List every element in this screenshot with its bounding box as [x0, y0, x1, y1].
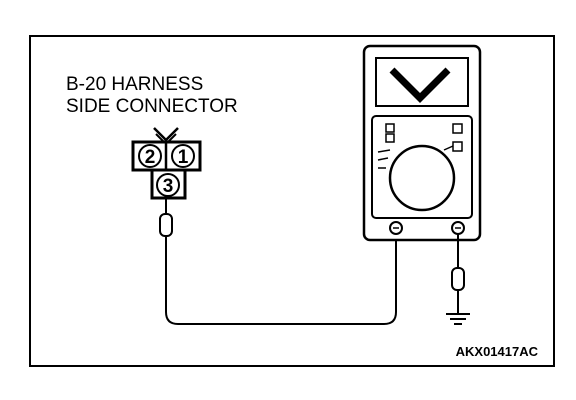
rotary-dial	[388, 144, 456, 212]
figure-code: AKX01417AC	[456, 344, 539, 359]
connector-label-line1: B-20 HARNESS	[66, 74, 203, 95]
connector-icon	[131, 127, 202, 200]
voltage-v-symbol	[389, 67, 451, 103]
pin-2-circle	[138, 144, 162, 168]
pin-1-circle	[171, 144, 195, 168]
test-lead-wire	[165, 232, 397, 325]
ground-symbol-icon	[446, 313, 470, 325]
pin-2-label: 2	[145, 147, 156, 168]
pin-3-circle	[156, 173, 180, 197]
diagram-frame	[29, 35, 555, 367]
pin-3-label: 3	[163, 176, 174, 197]
voltmeter-icon	[362, 44, 482, 242]
probe-icon	[159, 198, 173, 244]
connector-label-line2: SIDE CONNECTOR	[66, 96, 238, 117]
pin-1-label: 1	[178, 147, 189, 168]
ground-lead	[451, 234, 465, 314]
